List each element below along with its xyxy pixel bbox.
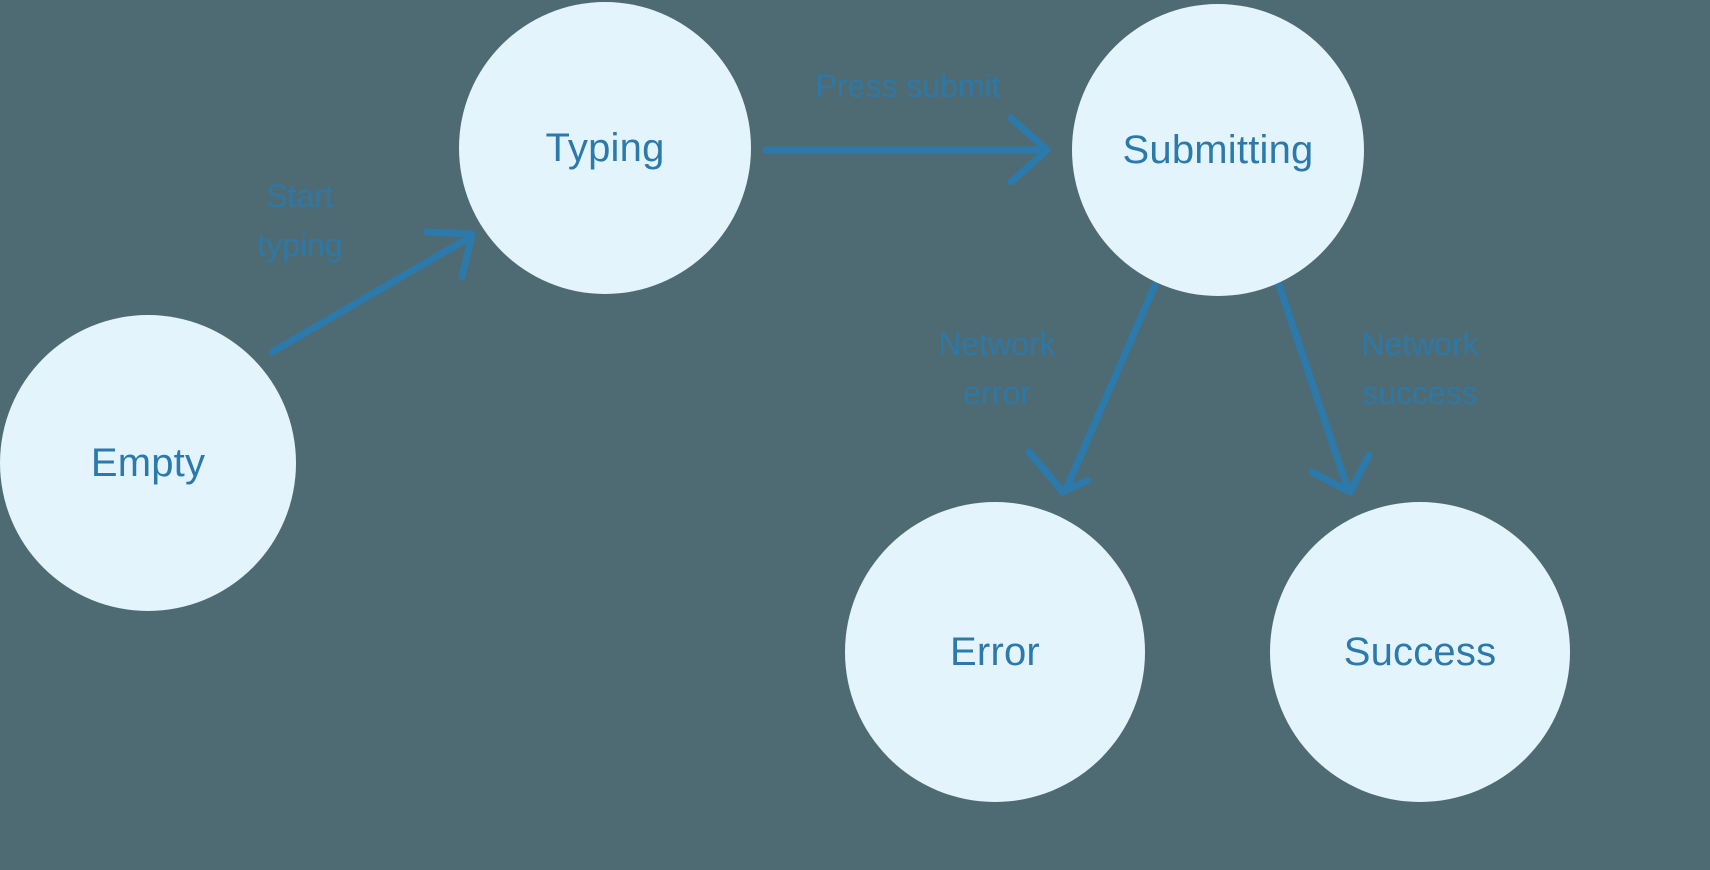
edge-network-success — [1275, 281, 1373, 496]
edge-start-typing — [268, 228, 476, 356]
state-node-empty[interactable]: Empty — [0, 315, 296, 611]
state-node-success[interactable]: Success — [1270, 502, 1570, 802]
state-node-empty-label: Empty — [90, 441, 206, 485]
state-node-success-label: Success — [1343, 630, 1497, 674]
edge-press-submit — [762, 114, 1051, 186]
edge-label-network-error: Network error — [938, 326, 1056, 411]
edge-label-press-submit: Press submit — [815, 68, 1001, 104]
state-node-submitting-label: Submitting — [1122, 128, 1314, 172]
state-node-submitting[interactable]: Submitting — [1072, 4, 1364, 296]
edge-label-network-success: Network success — [1361, 326, 1479, 411]
edge-label-start-typing: Start typing — [257, 178, 343, 263]
edge-network-error — [1025, 281, 1159, 496]
state-node-typing[interactable]: Typing — [459, 2, 751, 294]
state-node-error[interactable]: Error — [845, 502, 1145, 802]
state-node-typing-label: Typing — [545, 126, 665, 170]
state-node-error-label: Error — [950, 630, 1040, 674]
